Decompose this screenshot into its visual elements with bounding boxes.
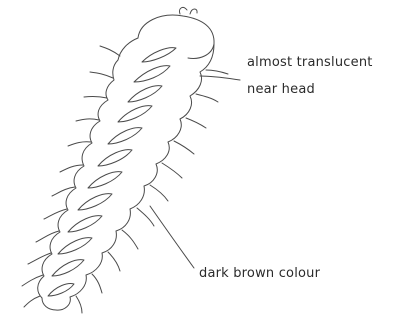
leader-line-colour <box>150 206 194 268</box>
label-dark-brown-colour: dark brown colour <box>199 267 320 280</box>
larva-bristles-left <box>22 46 120 307</box>
larva-body-lower-outline <box>42 44 214 310</box>
larva-head <box>138 15 214 58</box>
leader-line-translucent <box>200 76 240 80</box>
label-near-head: near head <box>247 83 315 96</box>
larva-head-mouthparts <box>180 7 198 14</box>
larva-body-upper-outline <box>38 38 138 298</box>
label-almost-translucent: almost translucent <box>247 56 373 69</box>
